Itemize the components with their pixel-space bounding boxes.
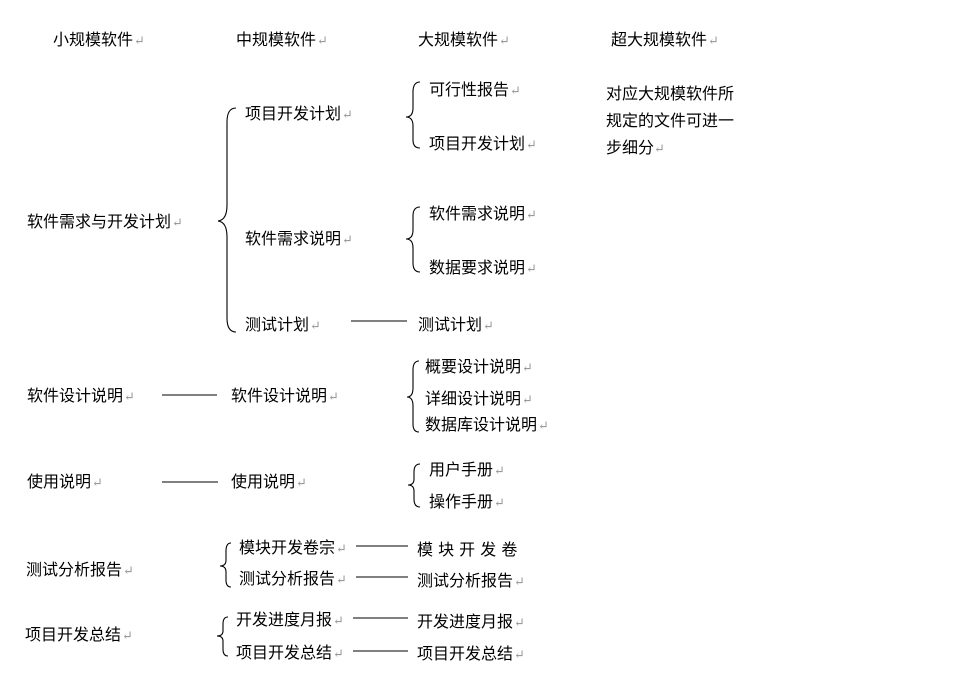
header-small-scale: 小规模软件↵ xyxy=(53,30,145,49)
node-mid-testplan: 测试计划↵ xyxy=(245,315,321,334)
node-mid-module: 模块开发卷宗↵ xyxy=(239,538,347,557)
header-medium-scale: 中规模软件↵ xyxy=(236,30,328,49)
node-lg-monthly: 开发进度月报↵ xyxy=(417,612,525,631)
node-small-summary: 项目开发总结↵ xyxy=(25,625,133,644)
node-lg-overview: 概要设计说明↵ xyxy=(425,357,533,376)
node-lg-db: 数据库设计说明↵ xyxy=(425,415,549,434)
node-small-design: 软件设计说明↵ xyxy=(27,386,135,405)
brace-mid-plan xyxy=(405,81,421,149)
node-small-test: 测试分析报告↵ xyxy=(26,560,134,579)
node-mid-req: 软件需求说明↵ xyxy=(245,229,353,248)
node-mid-use: 使用说明↵ xyxy=(231,472,307,491)
header-large-scale: 大规模软件↵ xyxy=(418,30,510,49)
node-lg-module: 模 块 开 发 卷 xyxy=(417,540,518,559)
node-lg-testplan: 测试计划↵ xyxy=(418,315,494,334)
node-mid-summary: 项目开发总结↵ xyxy=(236,643,344,662)
node-lg-usermanual: 用户手册↵ xyxy=(429,460,505,479)
node-mid-plan: 项目开发计划↵ xyxy=(245,104,353,123)
xlarge-note: 对应大规模软件所规定的文件可进一步细分↵ xyxy=(606,84,735,157)
node-lg-testreport: 测试分析报告↵ xyxy=(417,571,525,590)
brace-mid-design xyxy=(406,360,420,433)
node-mid-design: 软件设计说明↵ xyxy=(231,386,339,405)
node-lg-datareq: 数据要求说明↵ xyxy=(429,258,537,277)
node-lg-detail: 详细设计说明↵ xyxy=(425,389,533,408)
node-lg-req: 软件需求说明↵ xyxy=(429,204,537,223)
brace-mid-req xyxy=(405,206,421,273)
node-small-req: 软件需求与开发计划↵ xyxy=(27,212,183,231)
node-mid-monthly: 开发进度月报↵ xyxy=(236,610,344,629)
node-lg-opmanual: 操作手册↵ xyxy=(429,492,505,511)
brace-small-summary xyxy=(216,616,229,657)
brace-mid-use xyxy=(407,463,421,508)
header-xlarge-scale: 超大规模软件↵ xyxy=(611,30,719,49)
node-lg-feasibility: 可行性报告↵ xyxy=(429,80,521,99)
node-small-use: 使用说明↵ xyxy=(27,472,103,491)
brace-small-req xyxy=(217,107,237,333)
brace-small-test xyxy=(219,542,232,588)
node-lg-summary: 项目开发总结↵ xyxy=(417,644,525,663)
node-lg-plan: 项目开发计划↵ xyxy=(429,134,537,153)
node-mid-testreport: 测试分析报告↵ xyxy=(239,569,347,588)
